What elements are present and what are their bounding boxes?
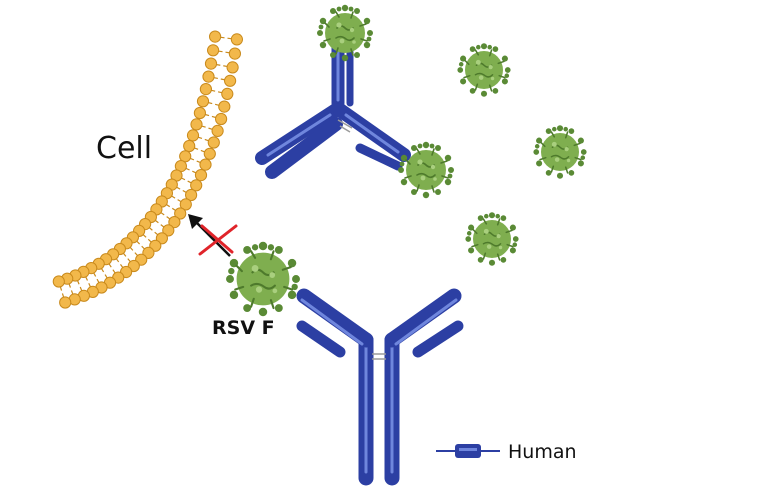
cell-membrane — [52, 30, 243, 309]
antibody-lower — [296, 288, 464, 486]
lipid-head — [193, 106, 206, 120]
lipid-tail — [207, 101, 220, 106]
lipid-tail — [76, 279, 83, 292]
lipid-tail — [129, 246, 139, 257]
lipid-tail — [189, 157, 202, 164]
virus-particle-free-1 — [456, 42, 512, 98]
lipid-head — [52, 275, 65, 288]
lipid-head — [199, 158, 212, 171]
lipid-tail — [160, 211, 171, 220]
virus-particle-free-3 — [464, 211, 520, 267]
lipid-head — [190, 179, 203, 192]
lipid-tail — [219, 36, 233, 40]
virus-particle-top — [316, 3, 374, 63]
legend-human: Human — [436, 441, 577, 463]
lipid-tail — [142, 233, 153, 243]
lipid-head — [221, 87, 234, 101]
lipid-tail — [154, 219, 165, 228]
lipid-head — [209, 30, 222, 43]
lipid-head — [183, 139, 196, 153]
lipid-head — [186, 129, 200, 142]
lipid-head — [168, 216, 181, 229]
lipid-tail — [197, 136, 210, 142]
lipid-head — [207, 44, 220, 57]
antibody-upper — [255, 29, 411, 179]
lipid-tail — [68, 283, 74, 295]
lipid-tail — [193, 147, 206, 153]
lipid-head — [162, 224, 175, 237]
lipid-head — [224, 74, 237, 87]
lipid-head — [190, 118, 203, 131]
virus-particle-free-2 — [532, 124, 588, 180]
lipid-head — [185, 188, 198, 202]
lipid-tail — [92, 272, 100, 284]
lipid-tail — [115, 257, 124, 269]
lipid-head — [207, 136, 220, 149]
lipid-tail — [165, 203, 177, 212]
lipid-tail — [108, 263, 116, 274]
rsv-f-label: RSV F — [212, 317, 275, 339]
lipid-tail — [175, 186, 188, 194]
arrow-with-red-x-icon — [188, 214, 238, 257]
virus-particle-rsv-f — [224, 240, 302, 318]
lipid-tail — [204, 113, 217, 119]
lipid-head — [59, 296, 72, 309]
lipid-tail — [148, 226, 159, 236]
lipid-head — [174, 207, 187, 220]
lipid-tail — [170, 195, 182, 203]
lipid-tail — [215, 63, 228, 68]
lipid-head — [194, 169, 208, 182]
lipid-head — [230, 33, 243, 46]
lipid-head — [196, 95, 210, 108]
lipid-head — [218, 100, 231, 113]
lipid-tail — [180, 177, 192, 184]
lipid-tail — [210, 89, 223, 94]
lipid-head — [202, 70, 215, 83]
lipid-head — [211, 124, 224, 137]
lipid-tail — [85, 276, 92, 288]
cell-label: Cell — [96, 131, 152, 166]
lipid-head — [199, 83, 212, 96]
legend-human-label: Human — [508, 441, 577, 463]
lipid-head — [179, 198, 192, 211]
lipid-head — [204, 57, 218, 70]
lipid-tail — [136, 240, 146, 250]
lipid-tail — [185, 167, 197, 174]
lipid-tail — [100, 267, 108, 279]
lipid-head — [228, 47, 241, 60]
lipid-head — [215, 112, 228, 126]
lipid-head — [203, 147, 216, 160]
lipid-tail — [213, 76, 226, 81]
lipid-tail — [122, 252, 132, 263]
lipid-head — [226, 61, 239, 74]
lipid-tail — [217, 50, 231, 54]
lipid-tail — [59, 286, 65, 298]
lipid-tail — [201, 125, 213, 131]
